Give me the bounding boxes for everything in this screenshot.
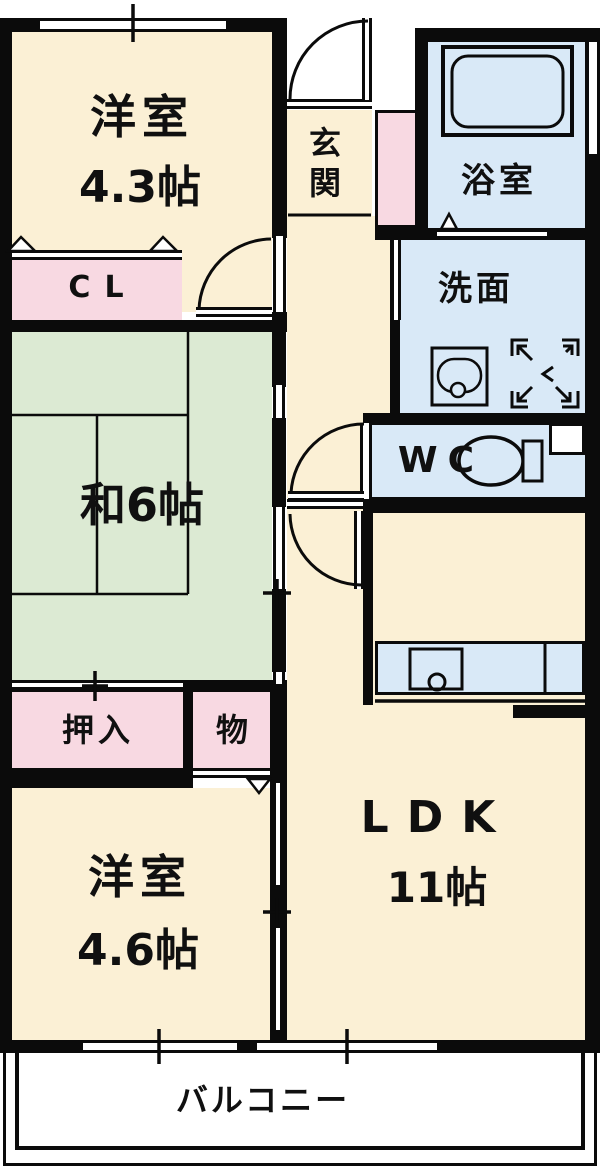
wall-segment (585, 28, 600, 1053)
entrance-label: 玄関 (304, 126, 342, 206)
room-western-2-label: 洋室 (88, 850, 192, 904)
storage-floor (193, 692, 270, 768)
door-opening (391, 240, 401, 320)
window (586, 42, 600, 154)
closet-cl-label: CL (68, 270, 138, 305)
entrance-threshold (287, 99, 372, 109)
bathroom-floor (428, 42, 585, 230)
oshiire-label: 押入 (61, 711, 135, 749)
wall-segment (513, 705, 600, 718)
sliding-door (273, 928, 283, 1030)
kitchen-counter (375, 641, 585, 695)
wall-segment (363, 513, 373, 705)
wall-segment (0, 320, 287, 332)
wall-segment (272, 332, 286, 387)
washroom-floor (400, 240, 585, 413)
oshiire-sliding-door (12, 680, 183, 690)
wall-segment (0, 768, 193, 788)
washroom-label: 洗面 (438, 269, 514, 309)
storage-label: 物 (215, 711, 249, 749)
door-opening (360, 423, 372, 499)
wall-segment (415, 28, 428, 230)
sliding-door (273, 783, 283, 885)
wall-segment (0, 18, 12, 1053)
wall-segment (390, 228, 400, 425)
wall-segment (272, 18, 287, 238)
ldk-floor (286, 700, 585, 1040)
oshiire-floor (12, 692, 183, 768)
hallway-floor-lower (287, 506, 363, 706)
pipe-space (549, 423, 585, 455)
entrance-door-arc (288, 19, 369, 100)
balcony-inner-rail (15, 1050, 585, 1150)
wall-segment (363, 497, 600, 513)
room-western-1-size: 4.3帖 (79, 162, 201, 213)
room-western-1-label: 洋室 (90, 90, 194, 144)
room1-door-leaf (196, 307, 272, 317)
japanese-room-floor (12, 332, 272, 680)
closet-sliding-door (12, 250, 182, 260)
window (257, 1040, 437, 1053)
entrance-door-leaf (362, 18, 372, 100)
entrance-floor (287, 110, 372, 216)
bathroom-door (437, 229, 547, 239)
dk-door-leaf (354, 511, 364, 589)
sliding-door (273, 672, 285, 684)
shoe-cabinet (375, 110, 418, 228)
bathroom-label: 浴室 (461, 161, 537, 201)
window (40, 18, 226, 32)
wall-segment (183, 692, 193, 768)
wall-segment (272, 418, 286, 507)
room-western-2-size: 4.6帖 (77, 925, 199, 976)
japanese-room-label: 和6帖 (79, 478, 205, 532)
storage-door (193, 768, 270, 778)
wall-segment (272, 589, 286, 672)
balcony-label: バルコニー (175, 1081, 351, 1119)
wall-segment (363, 413, 600, 425)
window (83, 1040, 237, 1053)
ldk-size: 11帖 (386, 863, 488, 912)
room-western-2-floor (12, 788, 270, 1040)
door-opening (273, 236, 286, 312)
wall-segment (415, 28, 600, 42)
wc-door-leaf (288, 491, 364, 501)
toilet-label: WC (397, 440, 485, 481)
closet-cl-floor (12, 252, 182, 320)
sliding-door (273, 507, 285, 589)
ldk-label: LDK (360, 792, 514, 843)
sliding-door (273, 385, 285, 418)
